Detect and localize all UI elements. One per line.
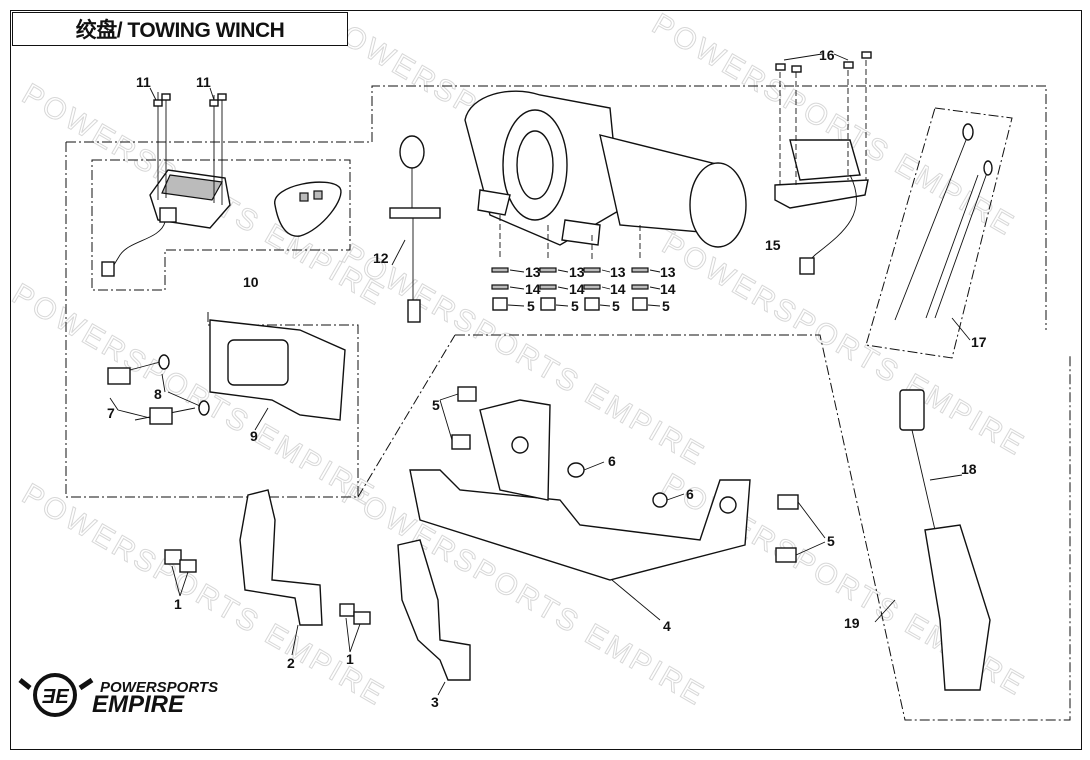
part-12-socket — [389, 135, 441, 323]
callout-1: 1 — [174, 596, 182, 612]
part-9-fairlead — [107, 319, 346, 431]
callout-2: 2 — [287, 655, 295, 671]
part-10-controller — [101, 169, 342, 277]
svg-text:ƎE: ƎE — [42, 686, 69, 708]
callout-6: 6 — [686, 486, 694, 502]
part-4-mount-bracket — [409, 386, 826, 621]
callout-17: 17 — [971, 334, 987, 350]
title-box: 绞盘/ TOWING WINCH — [12, 12, 348, 46]
part-11-screws — [149, 87, 227, 205]
callout-3: 3 — [431, 694, 439, 710]
winch-assembly — [464, 90, 747, 260]
callout-9: 9 — [250, 428, 258, 444]
callout-10: 10 — [243, 274, 259, 290]
part-2-bracket — [239, 489, 323, 656]
callout-14: 14 — [660, 281, 676, 297]
callout-5: 5 — [527, 298, 535, 314]
callout-7: 7 — [107, 405, 115, 421]
callout-5: 5 — [432, 397, 440, 413]
svg-text:POWERSPORTS: POWERSPORTS — [100, 679, 218, 696]
callout-5: 5 — [571, 298, 579, 314]
callout-1: 1 — [346, 651, 354, 667]
callout-13: 13 — [660, 264, 676, 280]
svg-text:EMPIRE: EMPIRE — [92, 691, 185, 718]
parts-13-14-5-hardware — [491, 267, 661, 311]
page-border — [10, 10, 1082, 750]
callout-14: 14 — [525, 281, 541, 297]
callout-13: 13 — [610, 264, 626, 280]
callout-13: 13 — [569, 264, 585, 280]
callout-13: 13 — [525, 264, 541, 280]
callout-14: 14 — [569, 281, 585, 297]
group-outline-main — [65, 85, 1047, 498]
part-15-contactor — [774, 51, 872, 275]
callout-6: 6 — [608, 453, 616, 469]
callout-19: 19 — [844, 615, 860, 631]
part-17-cables — [894, 123, 993, 341]
part-18-19-handset — [874, 389, 991, 691]
callout-4: 4 — [663, 618, 671, 634]
callout-16: 16 — [819, 47, 835, 63]
powersports-empire-logo: ƎE POWERSPORTS EMPIRE — [18, 673, 218, 718]
group-outline-17 — [865, 107, 1013, 359]
callout-15: 15 — [765, 237, 781, 253]
callout-11: 11 — [136, 74, 151, 90]
callout-14: 14 — [610, 281, 626, 297]
callout-5: 5 — [827, 533, 835, 549]
part-3-bracket — [397, 539, 471, 696]
group-outline-10 — [91, 159, 351, 291]
part-1-bolts — [164, 549, 371, 653]
callout-5: 5 — [662, 298, 670, 314]
callout-8: 8 — [154, 386, 162, 402]
callout-11: 11 — [196, 74, 211, 90]
page-title: 绞盘/ TOWING WINCH — [75, 19, 285, 42]
callout-12: 12 — [373, 250, 389, 266]
group-outline-lower — [357, 334, 1071, 721]
callout-labels: 11 11 16 10 12 13 13 13 13 14 14 14 14 5… — [107, 47, 987, 710]
callout-5: 5 — [612, 298, 620, 314]
callout-18: 18 — [961, 461, 977, 477]
